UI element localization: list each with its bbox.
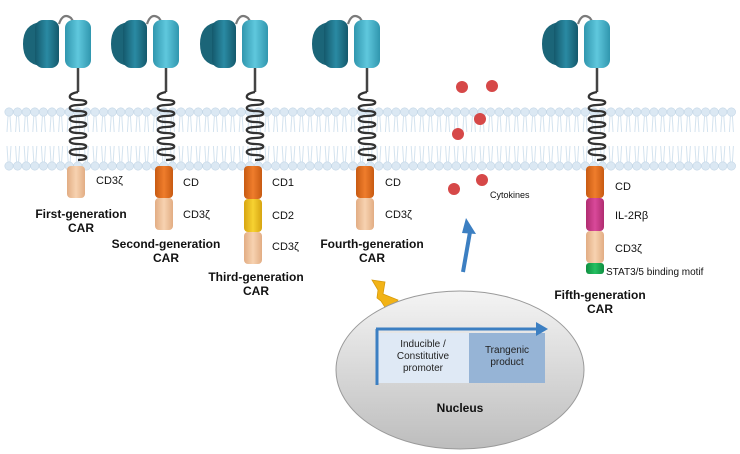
cytokine-dot: [456, 81, 468, 93]
gen4-domain-cd-label: CD: [385, 177, 401, 189]
gen4-domain-cd3z-label: CD3ζ: [385, 209, 412, 221]
costim-domain: [155, 166, 173, 198]
cytokines-label: Cytokines: [490, 190, 530, 200]
gen2-domain-cd3z-label: CD3ζ: [183, 209, 210, 221]
product-box: [469, 333, 545, 383]
promoter-label: Inducible / Constitutive promoter: [396, 339, 450, 374]
scfv-domain: [23, 14, 91, 92]
scfv-domain: [111, 14, 179, 92]
cd3z-domain: [356, 198, 374, 230]
cytokine-dot: [486, 80, 498, 92]
cd3z-domain: [67, 166, 85, 198]
promoter-box: [377, 333, 469, 383]
costim1-domain: [244, 166, 262, 199]
stat-motif-domain: [586, 263, 604, 274]
gen5-stat-motif-label: STAT3/5 binding motif: [606, 267, 704, 278]
transmembrane-coil: [68, 90, 88, 162]
cytokine-dot: [452, 128, 464, 140]
car-receptors: [23, 14, 610, 274]
scfv-domain: [312, 14, 380, 92]
costim-domain: [356, 166, 374, 198]
transmembrane-coil: [357, 90, 377, 162]
gen5-domain-cd-label: CD: [615, 181, 631, 193]
gen1-domain-cd3z-label: CD3ζ: [96, 175, 123, 187]
cd3z-domain: [244, 232, 262, 264]
costim-domain: [586, 166, 604, 198]
nucleus: [335, 290, 585, 450]
product-label: Trangenic product: [484, 345, 530, 368]
transmembrane-coil: [156, 90, 176, 162]
transmembrane-coil: [245, 90, 265, 162]
cytokine-dot: [476, 174, 488, 186]
scfv-domain: [200, 14, 268, 92]
gen2-domain-cd-label: CD: [183, 177, 199, 189]
il2rb-domain: [586, 198, 604, 231]
gen5-domain-cd3z-label: CD3ζ: [615, 243, 642, 255]
costim2-domain: [244, 199, 262, 232]
cd3z-domain: [586, 231, 604, 263]
secretion-arrow-icon: [461, 218, 476, 273]
gen3-domain-cd1-label: CD1: [272, 177, 295, 189]
scfv-domain: [542, 14, 610, 92]
cytokines-group: [448, 80, 498, 195]
gen5-domain-il2rb-label: IL-2Rβ: [615, 210, 649, 222]
gen3-domain-cd3z-label: CD3ζ: [272, 241, 299, 253]
gen3-domain-cd2-label: CD2: [272, 210, 295, 222]
transmembrane-coil: [587, 90, 607, 162]
cd3z-domain: [155, 198, 173, 230]
nucleus-label: Nucleus: [436, 401, 484, 415]
cytokine-dot: [448, 183, 460, 195]
cytokine-dot: [474, 113, 486, 125]
